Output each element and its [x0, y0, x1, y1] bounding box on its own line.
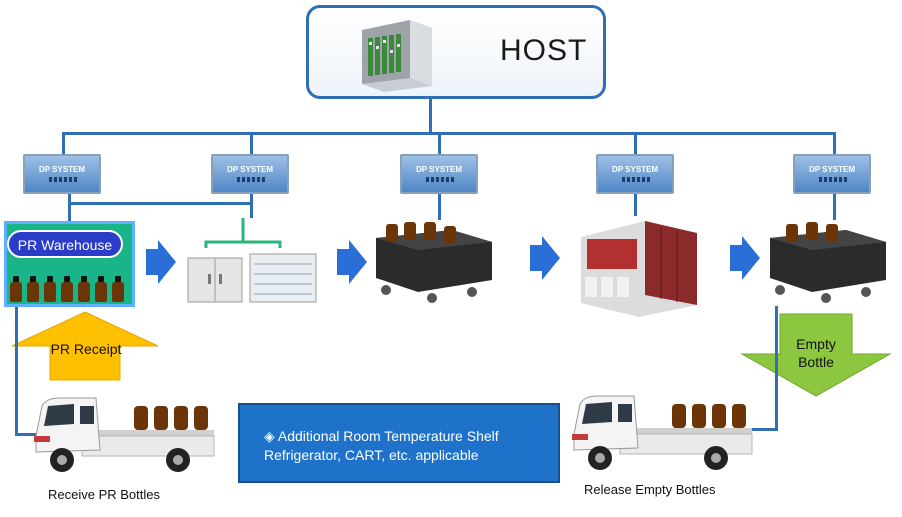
release-connector-horizontal [752, 428, 778, 431]
pr-receipt-label: PR Receipt [50, 341, 122, 357]
release-caption: Release Empty Bottles [584, 482, 716, 497]
link-line-5 [833, 194, 836, 220]
drop-line-3 [438, 132, 441, 154]
link-line-1b [68, 202, 250, 205]
empty-bottle-line2: Bottle [798, 354, 834, 370]
receive-truck-image [34, 397, 215, 472]
pr-warehouse-label: PR Warehouse [7, 230, 123, 258]
dp-system-5: DP SYSTEM [793, 154, 871, 194]
dispense-machine-image [581, 221, 697, 317]
dp-system-3: DP SYSTEM [400, 154, 478, 194]
release-connector-vertical [775, 306, 778, 430]
server-icon [362, 20, 432, 92]
release-truck-image [572, 395, 753, 470]
empty-bottle-label: Empty Bottle [776, 335, 856, 371]
note-line1: ◈ Additional Room Temperature Shelf [264, 428, 499, 444]
drop-line-5 [833, 132, 836, 154]
dp-system-label: DP SYSTEM [38, 165, 86, 174]
dp-system-1: DP SYSTEM [23, 154, 101, 194]
receive-connector-horizontal [15, 433, 37, 436]
link-line-1 [68, 194, 71, 222]
receive-connector-vertical [15, 307, 18, 435]
shelf-refrigerator-image [187, 218, 317, 303]
dp-system-label: DP SYSTEM [226, 165, 274, 174]
note-line2: Refrigerator, CART, etc. applicable [264, 447, 479, 463]
drop-line-2 [250, 132, 253, 154]
link-line-4 [634, 194, 637, 216]
empty-bottle-line1: Empty [796, 336, 836, 352]
host-box [306, 5, 606, 99]
receive-caption: Receive PR Bottles [48, 487, 160, 502]
link-line-2 [250, 194, 253, 218]
dp-system-label: DP SYSTEM [808, 165, 856, 174]
drop-line-4 [634, 132, 637, 154]
host-label: HOST [500, 34, 588, 67]
note-box: ◈ Additional Room Temperature Shelf Refr… [238, 403, 560, 483]
warehouse-bottles [10, 276, 130, 304]
cart-image-1 [376, 222, 492, 303]
cart-image-2 [770, 222, 886, 303]
dp-system-label: DP SYSTEM [611, 165, 659, 174]
dp-system-2: DP SYSTEM [211, 154, 289, 194]
dp-system-4: DP SYSTEM [596, 154, 674, 194]
dp-system-label: DP SYSTEM [415, 165, 463, 174]
link-line-3 [438, 194, 441, 220]
host-trunk-line [429, 99, 432, 133]
drop-line-1 [62, 132, 65, 154]
empty-bottle-arrow [740, 313, 892, 397]
bus-line [62, 132, 836, 135]
pr-receipt-arrow [11, 311, 159, 381]
